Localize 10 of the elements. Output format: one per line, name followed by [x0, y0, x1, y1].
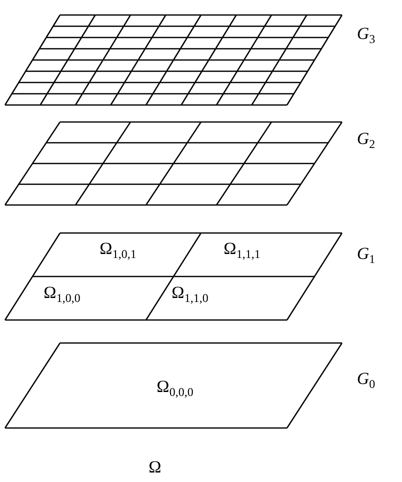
level-label: G$_{1}$ — [356, 244, 376, 266]
subdomain-label: Ω$_{1,0,1}$ — [100, 240, 136, 260]
subdomain-label: Ω$_{0,0,0}$ — [156, 378, 194, 398]
domain-label: Ω — [148, 458, 162, 476]
level-label: G$_{0}$ — [356, 370, 376, 390]
subdomain-label: Ω$_{1,1,0}$ — [172, 284, 208, 304]
subdomain-label: Ω$_{1,1,1}$ — [224, 240, 260, 260]
level-label: G$_{3}$ — [356, 24, 376, 46]
level-label: G$_{2}$ — [356, 130, 376, 150]
subdomain-label: Ω$_{1,0,0}$ — [44, 284, 80, 304]
